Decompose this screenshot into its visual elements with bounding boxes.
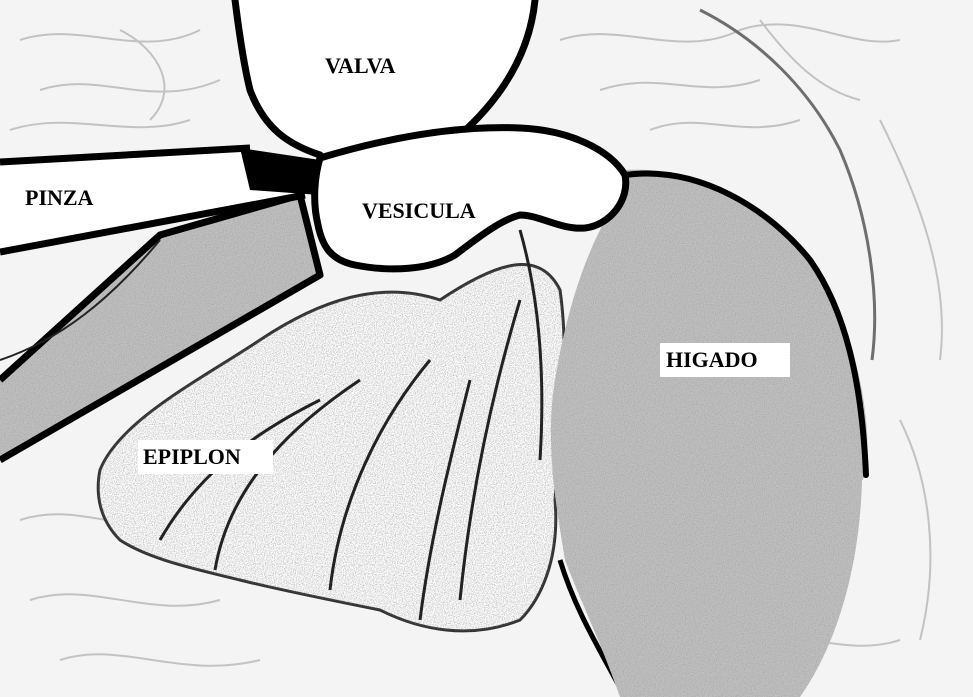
vesicula-label: VESICULA [362, 198, 476, 223]
valva-label: VALVA [325, 53, 396, 78]
higado-label: HIGADO [666, 347, 758, 372]
epiplon-label: EPIPLON [143, 444, 241, 469]
liver [551, 170, 868, 697]
pinza-label: PINZA [25, 185, 94, 210]
